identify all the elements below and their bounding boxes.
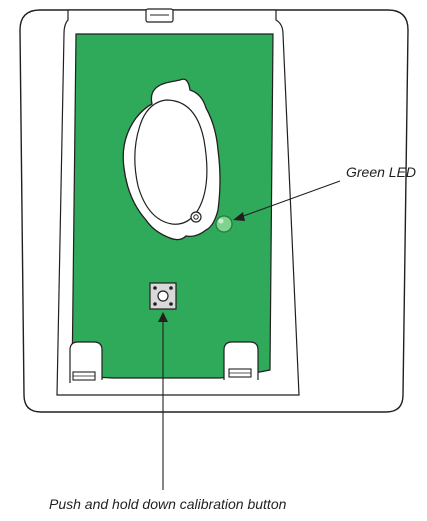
green-led-label: Green LED (346, 164, 417, 180)
calibration-button-label: Push and hold down calibration button (49, 496, 287, 512)
led-callout-line (237, 180, 341, 219)
coin-cell (134, 99, 208, 225)
screw-icon (190, 211, 202, 223)
latch-icon (223, 341, 259, 380)
led-icon (215, 215, 233, 233)
pushbutton-icon[interactable] (149, 282, 177, 310)
button-callout-arrowhead (158, 312, 168, 322)
latch-icon (69, 341, 103, 383)
led-callout-arrowhead (233, 212, 245, 221)
